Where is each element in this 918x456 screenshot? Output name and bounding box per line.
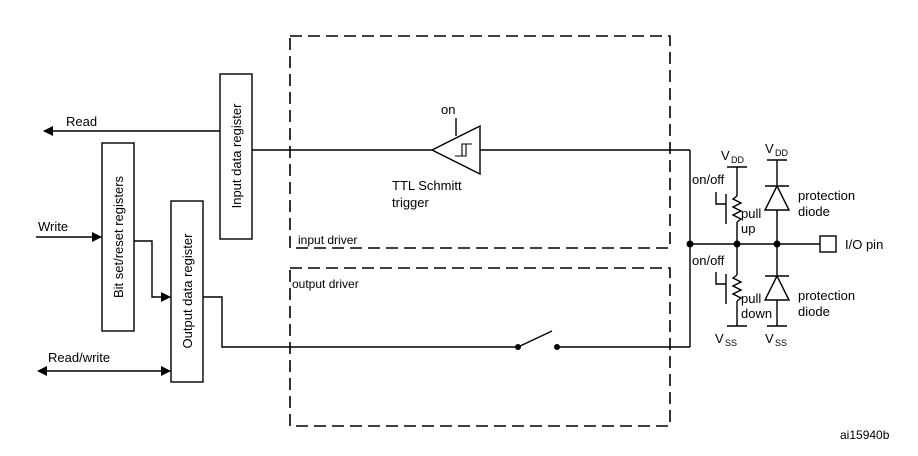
protection-bottom-vss-sub: SS	[775, 338, 787, 348]
output-data-register-box	[170, 200, 204, 383]
bit-set-reset-registers-box	[101, 142, 135, 332]
pull-down-switch-label: on/off	[692, 253, 725, 268]
protection-bottom-vss-main: V	[765, 331, 774, 346]
output-wire-left	[203, 296, 518, 348]
protection-bottom-label-line2: diode	[798, 304, 830, 319]
pull-up-switch-gate	[715, 192, 726, 205]
read-write-label: Read/write	[48, 350, 110, 365]
protection-top-vdd-sub: DD	[775, 148, 788, 158]
pull-down-vss-main: V	[715, 331, 724, 346]
pull-up-switch-label: on/off	[692, 172, 725, 187]
pull-down-vss-sub: SS	[725, 338, 737, 348]
bit-set-reset-registers-label: Bit set/reset registers	[111, 175, 126, 298]
schmitt-label-line1: TTL Schmitt	[392, 178, 462, 193]
input-driver-region	[289, 35, 671, 249]
output-switch-blade	[517, 330, 553, 348]
pull-up-label-line2: up	[741, 221, 755, 236]
pull-up-vdd-main: V	[721, 148, 730, 163]
io-pin-pad	[819, 235, 837, 253]
node-trunk	[686, 240, 694, 248]
protection-top-label-line1: protection	[798, 188, 855, 203]
pull-up-resistor	[731, 195, 743, 223]
schmitt-label-line2: trigger	[392, 195, 430, 210]
bsrr-to-odr-wire	[134, 240, 171, 302]
read-label: Read	[66, 114, 97, 129]
protection-diode-top-symbol	[763, 184, 791, 211]
output-data-register-label: Output data register	[180, 233, 195, 349]
pull-up-vdd-sub: DD	[731, 155, 744, 165]
figure-id: ai15940b	[840, 428, 890, 442]
pull-up-label-line1: pull	[741, 206, 761, 221]
write-label: Write	[38, 219, 68, 234]
pull-down-resistor	[731, 274, 743, 302]
input-driver-label: input driver	[298, 233, 357, 247]
io-pin-label: I/O pin	[845, 237, 883, 252]
protection-diode-bottom-symbol	[763, 274, 791, 301]
protection-top-vdd-main: V	[765, 141, 774, 156]
output-driver-label: output driver	[292, 277, 359, 291]
schmitt-trigger-symbol	[430, 118, 481, 176]
input-data-register-label: Input data register	[229, 103, 244, 208]
pull-down-label-line2: down	[741, 306, 772, 321]
protection-bottom-label-line1: protection	[798, 288, 855, 303]
pull-down-label-line1: pull	[741, 291, 761, 306]
protection-top-label-line2: diode	[798, 204, 830, 219]
input-data-register-box	[219, 73, 253, 240]
output-switch-contact-a	[515, 344, 521, 350]
pull-down-switch-gate	[715, 272, 726, 285]
schmitt-enable-label: on	[441, 102, 455, 117]
